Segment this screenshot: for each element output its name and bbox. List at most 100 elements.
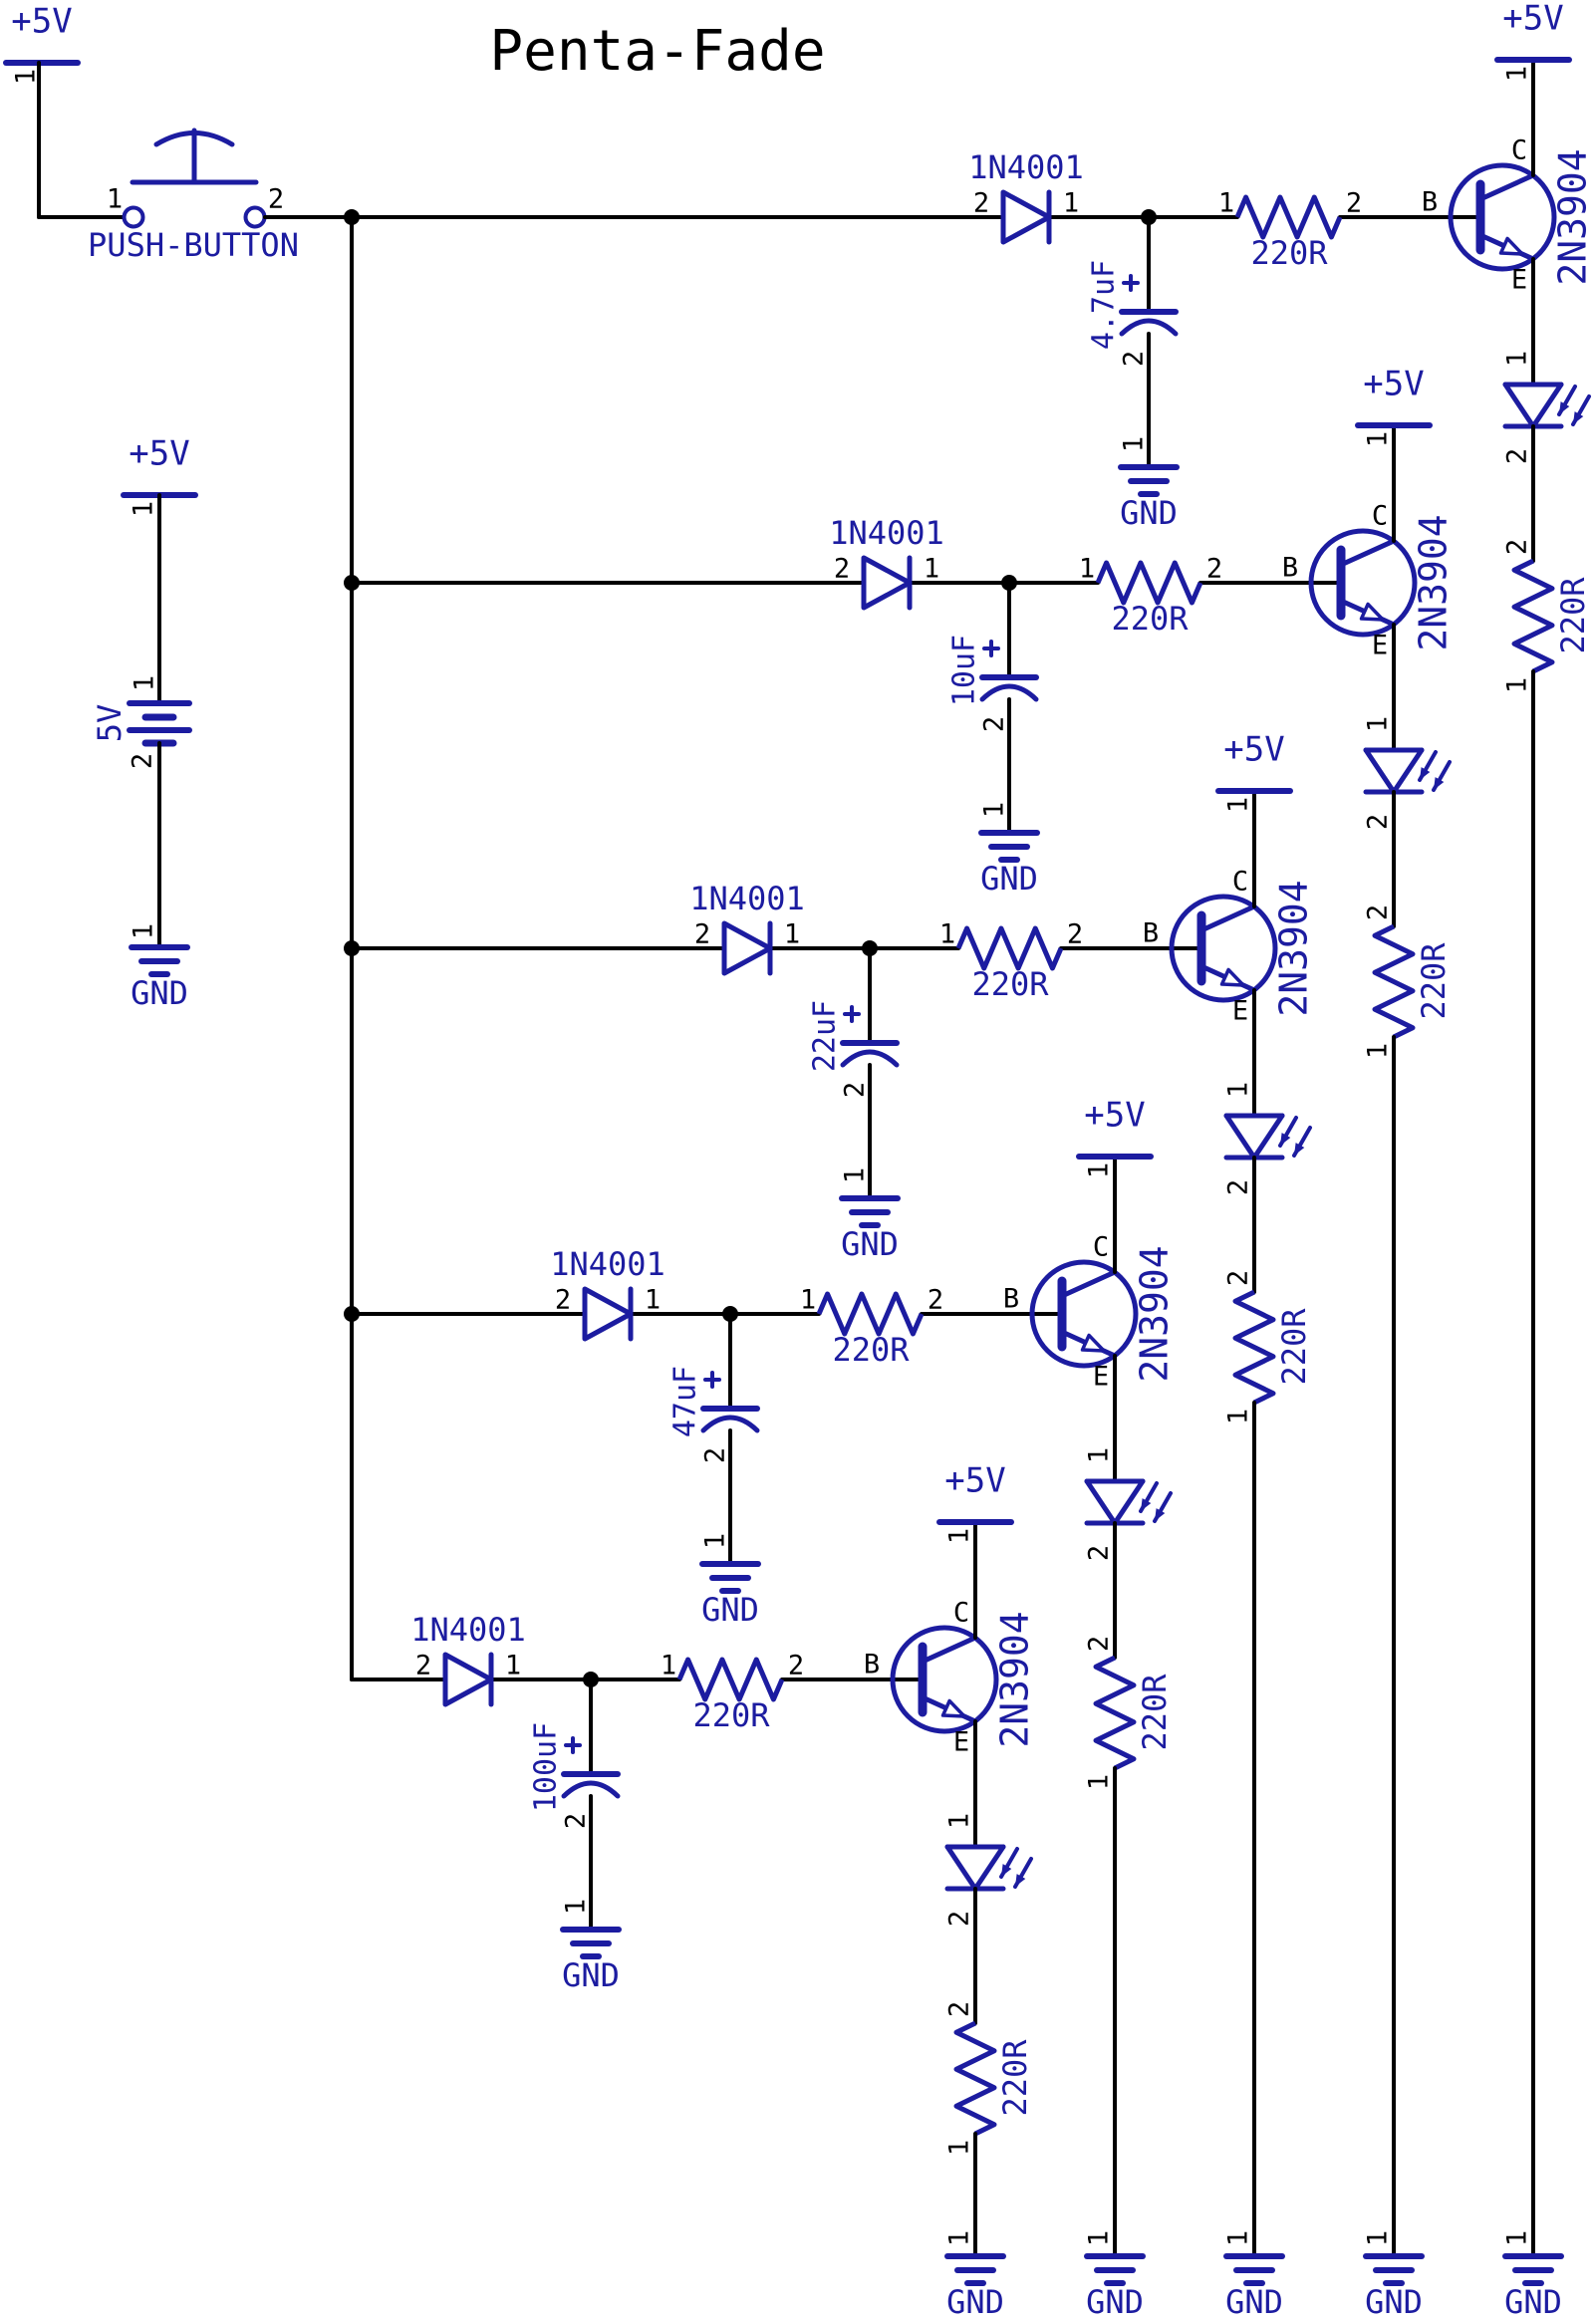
gnd-label: GND xyxy=(980,860,1038,898)
battery-symbol xyxy=(127,700,192,747)
arrow-head xyxy=(1420,767,1431,780)
light-ray-arrow xyxy=(1571,394,1591,426)
pin-number: E xyxy=(1232,996,1248,1027)
pin-number: 2 xyxy=(128,753,158,769)
pin-number: 1 xyxy=(1363,716,1394,732)
pin-number: E xyxy=(1511,265,1527,296)
pin-number: 2 xyxy=(1223,1179,1254,1195)
pin-number: 1 xyxy=(979,802,1010,818)
gnd-symbol-cap: GND xyxy=(560,1927,622,1994)
vcc-symbol-stage: +5V1 xyxy=(1494,0,1572,82)
pin-number: 2 xyxy=(840,1082,871,1098)
light-ray-arrow xyxy=(999,1847,1019,1879)
diode-label: 1N4001 xyxy=(689,880,805,917)
emitter-arrow xyxy=(1080,1333,1106,1353)
resistor-label: 220R xyxy=(996,2039,1034,2117)
vcc-label: +5V xyxy=(1223,730,1284,770)
pin-number: 1 xyxy=(1502,677,1533,693)
transistor-body xyxy=(890,1625,999,1734)
pin-number: 2 xyxy=(1346,188,1362,219)
arrow-head xyxy=(1015,1874,1026,1887)
pin-number: E xyxy=(1093,1362,1109,1393)
pin-number: 1 xyxy=(107,184,123,215)
led-side xyxy=(1084,1478,1118,1526)
transistor-label: 2N3904 xyxy=(993,1611,1037,1747)
pin-number: 2 xyxy=(979,716,1010,732)
pin-circle xyxy=(122,205,145,229)
led xyxy=(1223,1113,1312,1161)
gnd-symbol-bottom: GND xyxy=(1502,2253,1564,2321)
light-ray-arrow xyxy=(1432,760,1452,792)
light-ray-arrow xyxy=(1278,1116,1298,1148)
emitter-arrow xyxy=(1498,236,1524,256)
pin-number: 2 xyxy=(944,2001,975,2017)
diode-symbol xyxy=(582,1286,634,1342)
led-side xyxy=(1502,382,1536,429)
arrow-head xyxy=(1294,1143,1305,1156)
pin-number: E xyxy=(1372,631,1388,661)
resistor-label: 220R xyxy=(1136,1674,1174,1751)
emitter-arrow xyxy=(940,1698,966,1718)
pin-number: 1 xyxy=(1223,1082,1254,1098)
pin-number: C xyxy=(1511,135,1527,166)
vcc-label: +5V xyxy=(944,1461,1005,1501)
pin-number: 1 xyxy=(1223,797,1254,813)
pin-number: 1 xyxy=(661,1651,676,1681)
led-side xyxy=(1112,1478,1146,1526)
pin-number: 1 xyxy=(129,501,159,517)
vcc-symbol-battery: +5V1 xyxy=(121,434,198,517)
resistor-symbol xyxy=(1234,194,1343,240)
gnd-label: GND xyxy=(1365,2283,1423,2321)
pin-number: B xyxy=(1422,187,1438,218)
resistor-symbol xyxy=(1372,923,1416,1040)
led xyxy=(944,1844,1033,1892)
pin-number: 1 xyxy=(1502,66,1533,82)
pin-number: 1 xyxy=(800,1285,816,1316)
cap-plate-curved xyxy=(1119,318,1179,337)
resistor-label: 220R xyxy=(1415,942,1453,1020)
arrow-head xyxy=(1141,1498,1152,1511)
pin-number: 1 xyxy=(505,1651,521,1681)
pin-number: 2 xyxy=(561,1813,592,1829)
push-button-label: PUSH-BUTTON xyxy=(88,226,299,264)
pin-number: 2 xyxy=(1084,1636,1115,1652)
pin-number: 2 xyxy=(944,1911,975,1927)
pin-number: 2 xyxy=(788,1651,804,1681)
led-side xyxy=(944,1844,978,1892)
pin-number: C xyxy=(953,1598,969,1629)
transistor-label: 2N3904 xyxy=(1551,148,1594,285)
led-side xyxy=(1391,747,1425,795)
diode-label: 1N4001 xyxy=(410,1611,526,1649)
capacitor-label: 47uF xyxy=(668,1366,703,1437)
capacitor-label: 4.7uF xyxy=(1087,260,1122,350)
resistor-label: 220R xyxy=(1275,1308,1313,1386)
pin-number: 1 xyxy=(944,2230,975,2246)
pin-number: 1 xyxy=(944,1528,975,1544)
vcc-symbol-stage: +5V 1 xyxy=(1215,730,1293,813)
junction-dot xyxy=(344,940,360,956)
gnd-symbol-cap: GND xyxy=(978,830,1040,898)
led-side xyxy=(972,1844,1006,1892)
resistor-symbol xyxy=(676,1657,785,1702)
led-side xyxy=(1363,747,1397,795)
resistor-label: 220R xyxy=(832,1331,910,1369)
resistor-symbol xyxy=(1095,560,1203,606)
resistor-symbol xyxy=(1232,1289,1276,1406)
gnd-symbol-bottom: GND xyxy=(1223,2253,1285,2321)
gnd-symbol-bottom: GND xyxy=(1363,2253,1425,2321)
pin-number: 2 xyxy=(1502,539,1533,555)
pin-number: 1 xyxy=(1084,1162,1115,1178)
